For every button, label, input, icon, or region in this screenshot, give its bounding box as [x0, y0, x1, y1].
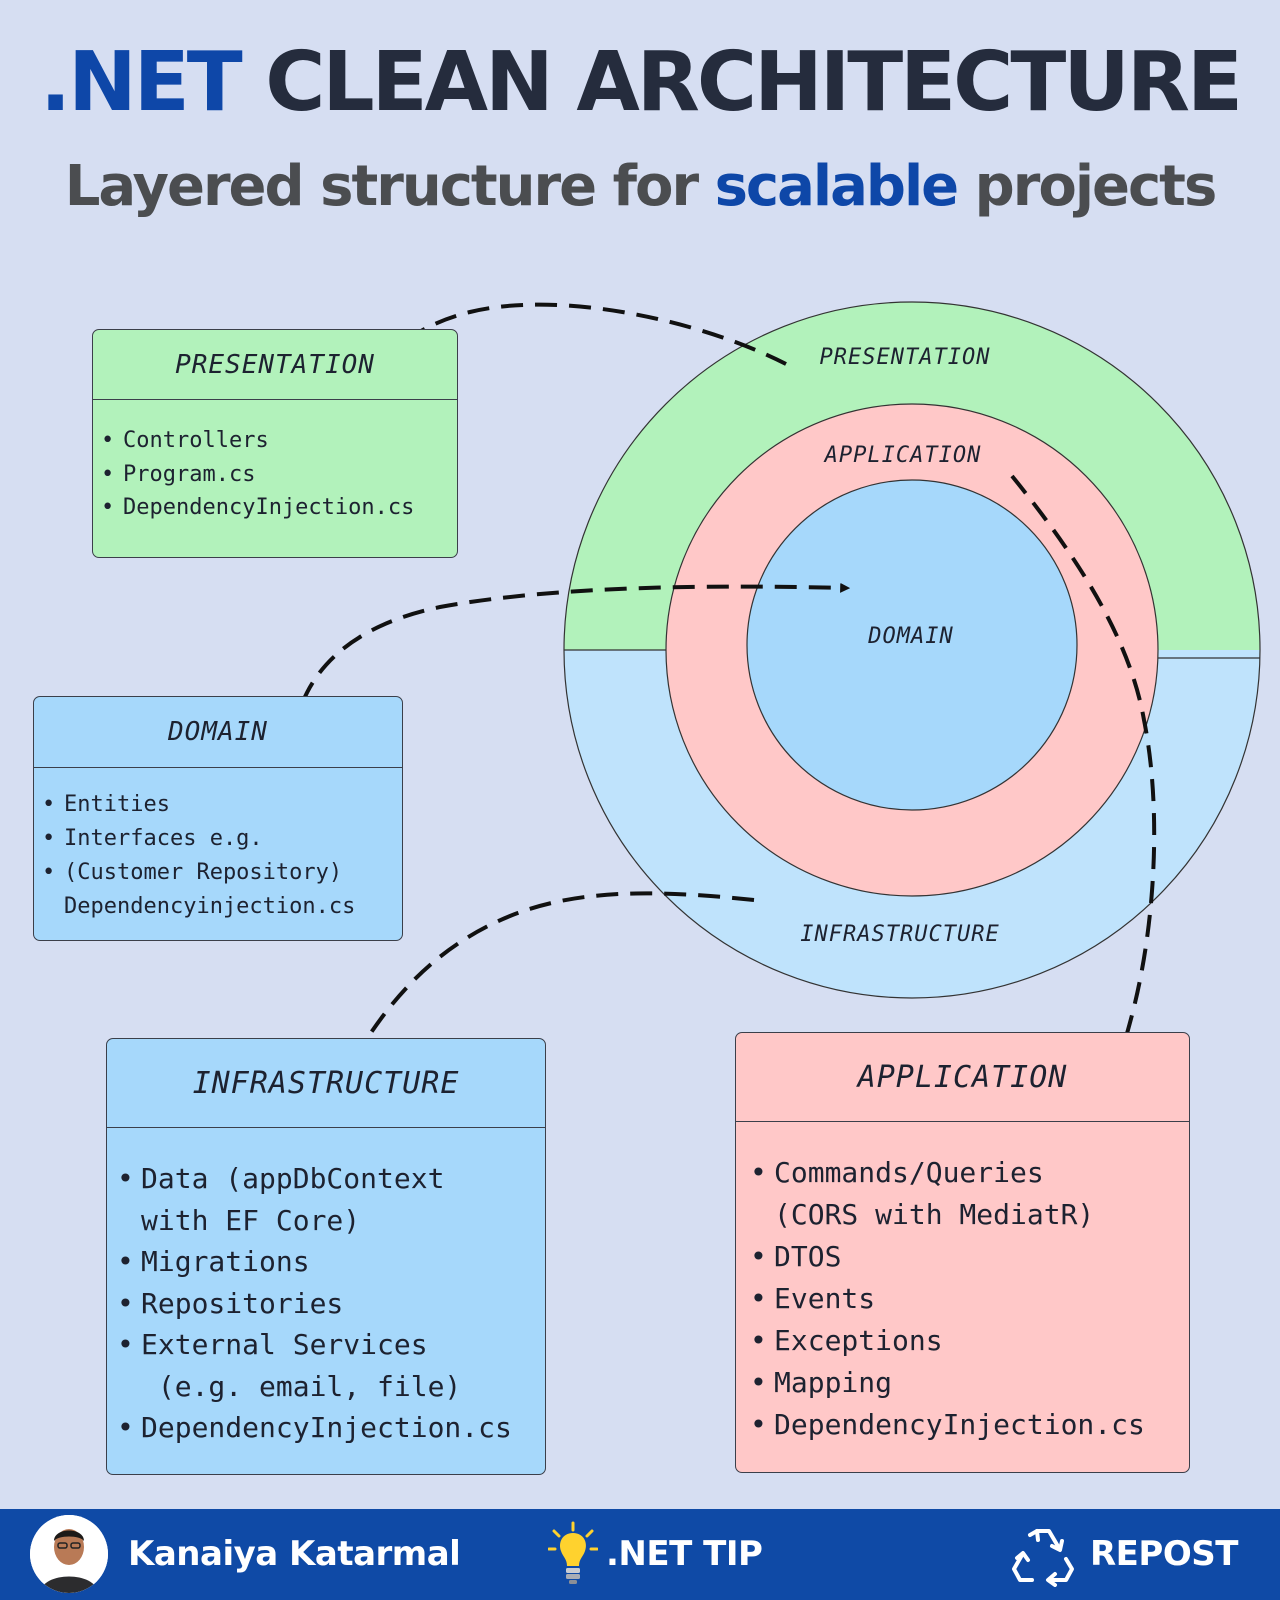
- footer-bar: Kanaiya Katarmal .NET TIP REPOST: [0, 1509, 1280, 1600]
- list-item-text: Mapping: [774, 1366, 893, 1399]
- list-item-text: Controllers: [123, 428, 269, 453]
- application-card-list: •Commands/Queries (CORS with MediatR) •D…: [736, 1122, 1189, 1446]
- list-item-text: Dependencyinjection.cs: [64, 894, 356, 919]
- list-item: •DependencyInjection.cs: [750, 1408, 1145, 1441]
- domain-card-title: DOMAIN: [34, 697, 402, 768]
- list-item-text: Interfaces e.g.: [64, 826, 263, 851]
- list-item: •Exceptions: [750, 1324, 943, 1357]
- domain-card: DOMAIN •Entities •Interfaces e.g. •(Cust…: [33, 696, 403, 941]
- lightbulb-icon: [548, 1521, 598, 1584]
- list-item-text: Repositories: [141, 1286, 344, 1320]
- list-item: •DTOS: [750, 1240, 842, 1273]
- list-item-text: (CORS with MediatR): [774, 1198, 1095, 1231]
- list-item: •Entities: [42, 792, 170, 817]
- infrastructure-card-list: •Data (appDbContext with EF Core) •Migra…: [107, 1128, 545, 1449]
- list-item: •Program.cs: [101, 461, 256, 487]
- ring-label-infrastructure: INFRASTRUCTURE: [800, 922, 999, 947]
- list-item: (e.g. email, file): [117, 1366, 545, 1408]
- subtitle-pre: Layered structure for: [64, 154, 715, 219]
- tip-label: .NET TIP: [606, 1534, 763, 1574]
- arrow-infrastructure: [353, 891, 755, 1060]
- repost-label[interactable]: REPOST: [1090, 1534, 1238, 1574]
- recycle-icon[interactable]: [1008, 1525, 1078, 1587]
- presentation-card-title: PRESENTATION: [93, 330, 457, 400]
- list-item: •Controllers: [101, 428, 269, 453]
- subtitle-accent: scalable: [714, 154, 960, 219]
- list-item: •Data (appDbContext: [117, 1162, 445, 1195]
- list-item: •Migrations: [117, 1245, 310, 1278]
- list-item-text: Program.cs: [123, 461, 256, 487]
- page-subtitle: Layered structure for scalable projects: [0, 156, 1280, 218]
- arrow-application: [1010, 474, 1157, 1063]
- list-item-text: DTOS: [774, 1240, 842, 1273]
- ring-label-domain: DOMAIN: [867, 624, 953, 649]
- application-card-title: APPLICATION: [736, 1033, 1189, 1122]
- list-item: •Mapping: [750, 1366, 893, 1399]
- list-item: •Commands/Queries: [750, 1156, 1044, 1189]
- ring-domain: [746, 479, 1078, 811]
- list-item-text: Exceptions: [774, 1324, 943, 1357]
- list-item: •(Customer Repository): [42, 860, 343, 885]
- list-item: •DependencyInjection.cs: [117, 1411, 512, 1444]
- list-item-text: DependencyInjection.cs: [123, 495, 415, 520]
- author-name[interactable]: Kanaiya Katarmal: [128, 1534, 461, 1574]
- list-item-text: External Services: [141, 1328, 428, 1361]
- page-title: .NET CLEAN ARCHITECTURE: [0, 35, 1280, 130]
- ring-label-presentation: PRESENTATION: [820, 345, 991, 370]
- application-card: APPLICATION •Commands/Queries (CORS with…: [735, 1032, 1190, 1473]
- list-item-text: (Customer Repository): [64, 860, 343, 885]
- list-item-text: Migrations: [141, 1245, 310, 1278]
- list-item-text: Entities: [64, 792, 170, 817]
- avatar-image: [30, 1515, 108, 1593]
- list-item: •External Services: [117, 1328, 428, 1361]
- list-item: •DependencyInjection.cs: [101, 495, 415, 520]
- list-item-text: with EF Core): [141, 1203, 361, 1237]
- list-item-text: (e.g. email, file): [141, 1369, 462, 1403]
- list-item: (CORS with MediatR): [750, 1194, 1189, 1236]
- infrastructure-card-title: INFRASTRUCTURE: [107, 1039, 545, 1128]
- list-item-text: Data (appDbContext: [141, 1162, 445, 1195]
- infrastructure-card: INFRASTRUCTURE •Data (appDbContext with …: [106, 1038, 546, 1475]
- presentation-card: PRESENTATION •Controllers •Program.cs •D…: [92, 329, 458, 558]
- presentation-card-list: •Controllers •Program.cs •DependencyInje…: [93, 400, 457, 525]
- list-item: Dependencyinjection.cs: [42, 890, 402, 924]
- title-accent: .NET: [39, 35, 243, 130]
- arrow-domain: [292, 582, 851, 736]
- avatar[interactable]: [30, 1515, 108, 1593]
- list-item: with EF Core): [117, 1200, 545, 1242]
- subtitle-post: projects: [957, 154, 1218, 219]
- list-item-text: DependencyInjection.cs: [141, 1411, 512, 1444]
- list-item-text: DependencyInjection.cs: [774, 1408, 1145, 1441]
- list-item: •Repositories: [117, 1286, 344, 1320]
- list-item-text: Events: [774, 1282, 876, 1315]
- list-item: •Interfaces e.g.: [42, 826, 263, 851]
- domain-card-list: •Entities •Interfaces e.g. •(Customer Re…: [34, 768, 402, 924]
- list-item: •Events: [750, 1282, 876, 1315]
- ring-label-application: APPLICATION: [823, 443, 982, 468]
- list-item-text: Commands/Queries: [774, 1156, 1044, 1189]
- title-rest: CLEAN ARCHITECTURE: [239, 35, 1243, 130]
